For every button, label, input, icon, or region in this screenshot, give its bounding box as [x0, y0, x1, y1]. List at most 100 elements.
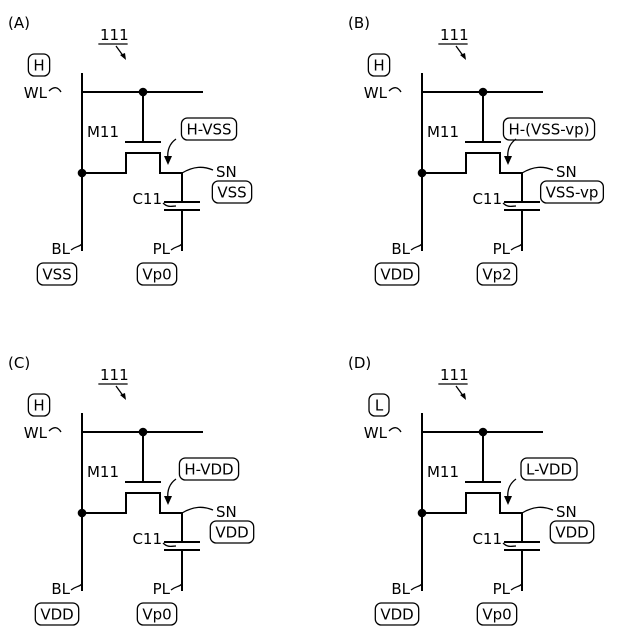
sn-label: SN: [556, 163, 577, 181]
pl-level-badge: Vp0: [477, 603, 516, 625]
pl-label: PL: [493, 240, 511, 258]
transistor-label: M11: [427, 463, 459, 481]
pl-level-badge-text: Vp0: [142, 266, 171, 284]
transistor-label: M11: [87, 463, 119, 481]
capacitor-label: C11: [472, 190, 502, 208]
capacitor-label: C11: [472, 530, 502, 548]
gate-drive-arrow-head: [504, 156, 512, 165]
bl-leader: [71, 584, 82, 590]
gate-drive-arrow-head: [164, 156, 172, 165]
bl-label: BL: [391, 580, 410, 598]
bl-junction-dot: [418, 509, 427, 518]
panel-d: (D) 111L WL M11 L-VDD SN VDD C11BL VDD PL Vp0: [348, 354, 594, 625]
wl-level-badge: L: [369, 394, 389, 416]
sn-level-badge: VDD: [210, 521, 253, 543]
wl-level-badge-text: H: [373, 57, 384, 75]
sn-level-badge: VSS-vp: [541, 181, 604, 203]
wl-level-badge: H: [368, 54, 389, 76]
sn-label: SN: [216, 503, 237, 521]
bl-leader: [411, 244, 422, 250]
sn-level-badge-text: VDD: [215, 524, 248, 542]
figure-ref-number: 111: [100, 366, 129, 384]
gate-drive-badge-text: H-VDD: [184, 461, 233, 479]
capacitor-leader: [503, 203, 516, 206]
bl-level-badge-text: VDD: [380, 266, 413, 284]
panel-label: (C): [8, 354, 30, 372]
bl-level-badge: VDD: [375, 263, 418, 285]
sn-leader: [182, 507, 213, 513]
pl-level-badge-text: Vp2: [482, 266, 511, 284]
bl-level-badge-text: VDD: [380, 606, 413, 624]
sn-level-badge-text: VSS-vp: [546, 184, 599, 202]
gate-drive-arrow-head: [504, 496, 512, 505]
sn-label: SN: [216, 163, 237, 181]
pl-level-badge: Vp2: [477, 263, 516, 285]
wl-leader: [389, 428, 401, 432]
bl-level-badge: VSS: [37, 263, 76, 285]
pl-level-badge: Vp0: [137, 263, 176, 285]
wl-level-badge-text: H: [33, 57, 44, 75]
wl-label: WL: [24, 424, 48, 442]
bl-level-badge: VDD: [35, 603, 78, 625]
capacitor-leader: [503, 543, 516, 546]
pl-label: PL: [153, 240, 171, 258]
pl-leader: [511, 584, 522, 590]
panel-b: (B)111HWLM11H-(VSS-vp)SNVSS-vpC11BLVDDPL…: [348, 14, 603, 285]
figure-ref-number: 111: [440, 366, 469, 384]
sn-level-badge: VSS: [212, 181, 251, 203]
wl-level-badge-text: L: [375, 397, 384, 415]
gate-drive-badge-text: L-VDD: [526, 461, 572, 479]
wl-leader: [49, 88, 61, 92]
wl-level-badge: H: [28, 54, 49, 76]
pl-leader: [171, 244, 182, 250]
gate-drive-badge-text: H-(VSS-vp): [508, 121, 589, 139]
wl-label: WL: [24, 84, 48, 102]
pl-label: PL: [153, 580, 171, 598]
gate-drive-badge: H-VSS: [181, 118, 236, 140]
sn-label: SN: [556, 503, 577, 521]
bl-junction-dot: [418, 169, 427, 178]
gate-drive-badge: L-VDD: [521, 458, 577, 480]
pl-level-badge: Vp0: [137, 603, 176, 625]
panel-label: (B): [348, 14, 370, 32]
bl-label: BL: [51, 240, 70, 258]
capacitor-leader: [163, 203, 176, 206]
sn-leader: [522, 507, 553, 513]
capacitor-label: C11: [132, 190, 162, 208]
panel-label: (A): [8, 14, 30, 32]
bl-label: BL: [51, 580, 70, 598]
wl-leader: [389, 88, 401, 92]
wl-label: WL: [364, 424, 388, 442]
sn-level-badge: VDD: [550, 521, 593, 543]
panel-label: (D): [348, 354, 371, 372]
panel-c: (C) 111H WL M11 H-VDD SN VDD C11BL VDD PL Vp0: [8, 354, 254, 625]
sn-leader: [522, 167, 553, 173]
sn-level-badge-text: VDD: [555, 524, 588, 542]
pl-level-badge-text: Vp0: [142, 606, 171, 624]
bl-junction-dot: [78, 169, 87, 178]
figure-ref-arrow-head: [460, 53, 466, 60]
pl-leader: [171, 584, 182, 590]
wl-label: WL: [364, 84, 388, 102]
figure-ref-arrow-head: [460, 393, 466, 400]
wl-leader: [49, 428, 61, 432]
figure-ref-number: 111: [440, 26, 469, 44]
capacitor-label: C11: [132, 530, 162, 548]
bl-leader: [71, 244, 82, 250]
figure-ref-arrow-head: [120, 393, 126, 400]
gate-drive-badge: H-VDD: [179, 458, 238, 480]
transistor-label: M11: [427, 123, 459, 141]
bl-level-badge-text: VSS: [42, 266, 71, 284]
wl-level-badge: H: [28, 394, 49, 416]
bl-leader: [411, 584, 422, 590]
gate-drive-arrow-head: [164, 496, 172, 505]
pl-level-badge-text: Vp0: [482, 606, 511, 624]
figure-ref-arrow-head: [120, 53, 126, 60]
pl-label: PL: [493, 580, 511, 598]
transistor-label: M11: [87, 123, 119, 141]
capacitor-leader: [163, 543, 176, 546]
bl-level-badge-text: VDD: [40, 606, 73, 624]
sn-level-badge-text: VSS: [217, 184, 246, 202]
bl-junction-dot: [78, 509, 87, 518]
gate-drive-badge-text: H-VSS: [186, 121, 231, 139]
